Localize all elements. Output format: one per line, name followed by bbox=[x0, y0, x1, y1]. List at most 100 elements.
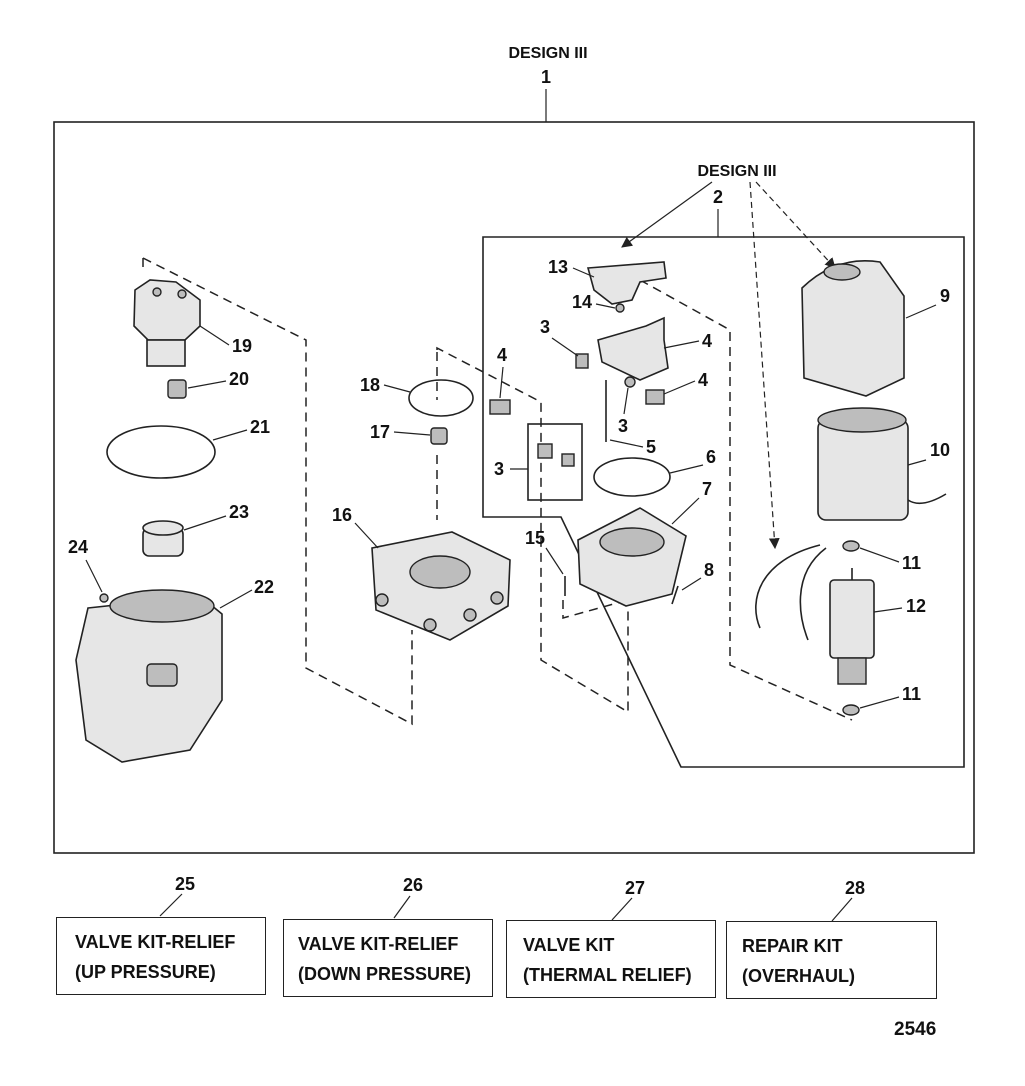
kit-number-27: 27 bbox=[625, 878, 646, 898]
callout-16: 16 bbox=[332, 505, 352, 525]
bolt-part-8 bbox=[671, 585, 679, 605]
leader-3-top bbox=[551, 337, 579, 357]
wire-harness bbox=[755, 493, 947, 641]
armature-part-12 bbox=[829, 568, 875, 685]
o-ring-part-6 bbox=[593, 457, 671, 497]
leader-4-left bbox=[499, 366, 504, 399]
design-iii-header: DESIGN III bbox=[508, 45, 587, 62]
alignment-line-reservoir bbox=[142, 257, 413, 726]
leader-4-holder bbox=[663, 340, 700, 349]
brush-detail-part-3 bbox=[527, 423, 583, 501]
callout-4-holder: 4 bbox=[702, 331, 712, 351]
subassembly-number: 2 bbox=[713, 187, 723, 207]
leader-16 bbox=[354, 522, 379, 549]
callout-4-left: 4 bbox=[497, 345, 507, 365]
callout-9: 9 bbox=[940, 286, 950, 306]
end-cap-part-7 bbox=[577, 507, 687, 607]
screw-part-24 bbox=[99, 593, 109, 603]
brush-part-3 bbox=[575, 353, 589, 369]
figure-id: 2546 bbox=[894, 1019, 937, 1040]
leader-8 bbox=[681, 577, 702, 591]
kit-box-28: REPAIR KIT (OVERHAUL) bbox=[726, 921, 937, 999]
callout-3-mid: 3 bbox=[618, 416, 628, 436]
spring-part-3 bbox=[624, 376, 636, 388]
leader-15 bbox=[545, 547, 564, 575]
assembly-number: 1 bbox=[541, 67, 551, 87]
motor-cover-part-9 bbox=[801, 260, 905, 397]
kit-28-line1: REPAIR KIT bbox=[742, 936, 843, 956]
callout-19: 19 bbox=[232, 336, 252, 356]
leader-13 bbox=[572, 267, 595, 278]
leader-17 bbox=[393, 431, 431, 436]
kit-leader-25 bbox=[159, 893, 183, 917]
callout-18: 18 bbox=[360, 375, 380, 395]
kit-box-26: VALVE KIT-RELIEF (DOWN PRESSURE) bbox=[283, 919, 493, 997]
leader-11-bottom bbox=[859, 696, 900, 709]
kit-number-26: 26 bbox=[403, 875, 424, 895]
kit-leader-26 bbox=[393, 895, 411, 919]
o-ring-part-21 bbox=[106, 425, 216, 479]
washer-part-11-bottom bbox=[842, 704, 860, 716]
callout-11-bottom: 11 bbox=[902, 684, 921, 704]
leader-6 bbox=[669, 464, 704, 474]
leader-11-top bbox=[859, 547, 900, 563]
alignment-line-pump bbox=[436, 346, 629, 714]
kit-box-25: VALVE KIT-RELIEF (UP PRESSURE) bbox=[56, 917, 266, 995]
leader-3-mid bbox=[623, 387, 629, 415]
kit-box-27: VALVE KIT (THERMAL RELIEF) bbox=[506, 920, 716, 998]
brush-part-4-right bbox=[645, 389, 665, 405]
leader-20 bbox=[187, 380, 227, 389]
callout-4-right: 4 bbox=[698, 370, 708, 390]
kit-25-line2: (UP PRESSURE) bbox=[75, 962, 216, 982]
leader-4-right bbox=[663, 380, 696, 395]
leader-7 bbox=[671, 497, 700, 525]
valve-part-17 bbox=[430, 427, 448, 445]
kit-25-line1: VALVE KIT-RELIEF bbox=[75, 932, 236, 952]
callout-10: 10 bbox=[930, 440, 950, 460]
callout-14: 14 bbox=[572, 292, 592, 312]
callout-3-box: 3 bbox=[494, 459, 504, 479]
callout-6: 6 bbox=[706, 447, 716, 467]
callout-23: 23 bbox=[229, 502, 249, 522]
washer-part-11-top bbox=[842, 540, 860, 552]
pump-part-19 bbox=[133, 279, 201, 367]
leader-21 bbox=[212, 429, 248, 441]
kit-26-line1: VALVE KIT-RELIEF bbox=[298, 934, 459, 954]
leader-9 bbox=[905, 304, 937, 319]
leader-12 bbox=[873, 607, 903, 613]
leader-19 bbox=[199, 325, 230, 346]
leader-24 bbox=[85, 559, 103, 593]
kit-leader-27 bbox=[611, 897, 633, 921]
screw-part-14 bbox=[615, 303, 625, 313]
leader-23 bbox=[183, 515, 227, 531]
callout-20: 20 bbox=[229, 369, 249, 389]
kit-26-line2: (DOWN PRESSURE) bbox=[298, 964, 472, 984]
filter-part-20 bbox=[167, 379, 187, 399]
callout-11-top: 11 bbox=[902, 553, 921, 573]
o-ring-part-18 bbox=[408, 379, 474, 417]
reservoir-part-22 bbox=[75, 589, 223, 763]
kit-27-line1: VALVE KIT bbox=[523, 935, 615, 955]
brush-part-4-left bbox=[489, 399, 511, 415]
cap-part-23 bbox=[142, 520, 184, 557]
leader-18 bbox=[383, 384, 411, 393]
alignment-line-base bbox=[562, 599, 629, 619]
leader-5 bbox=[609, 439, 644, 448]
kit-number-25: 25 bbox=[175, 874, 196, 894]
callout-8: 8 bbox=[704, 560, 714, 580]
callout-3-top: 3 bbox=[540, 317, 550, 337]
assembly-frame bbox=[53, 121, 975, 854]
alignment-line-motor bbox=[639, 279, 853, 721]
callout-12: 12 bbox=[906, 596, 926, 616]
callout-21: 21 bbox=[250, 417, 270, 437]
callout-24: 24 bbox=[68, 537, 88, 557]
design-arrow-13 bbox=[621, 181, 713, 248]
subassembly-frame bbox=[482, 236, 965, 768]
callout-7: 7 bbox=[702, 479, 712, 499]
leader-10 bbox=[907, 459, 927, 466]
callout-15: 15 bbox=[525, 528, 545, 548]
kit-number-28: 28 bbox=[845, 878, 866, 898]
leader-14 bbox=[595, 303, 616, 309]
callout-22: 22 bbox=[254, 577, 274, 597]
